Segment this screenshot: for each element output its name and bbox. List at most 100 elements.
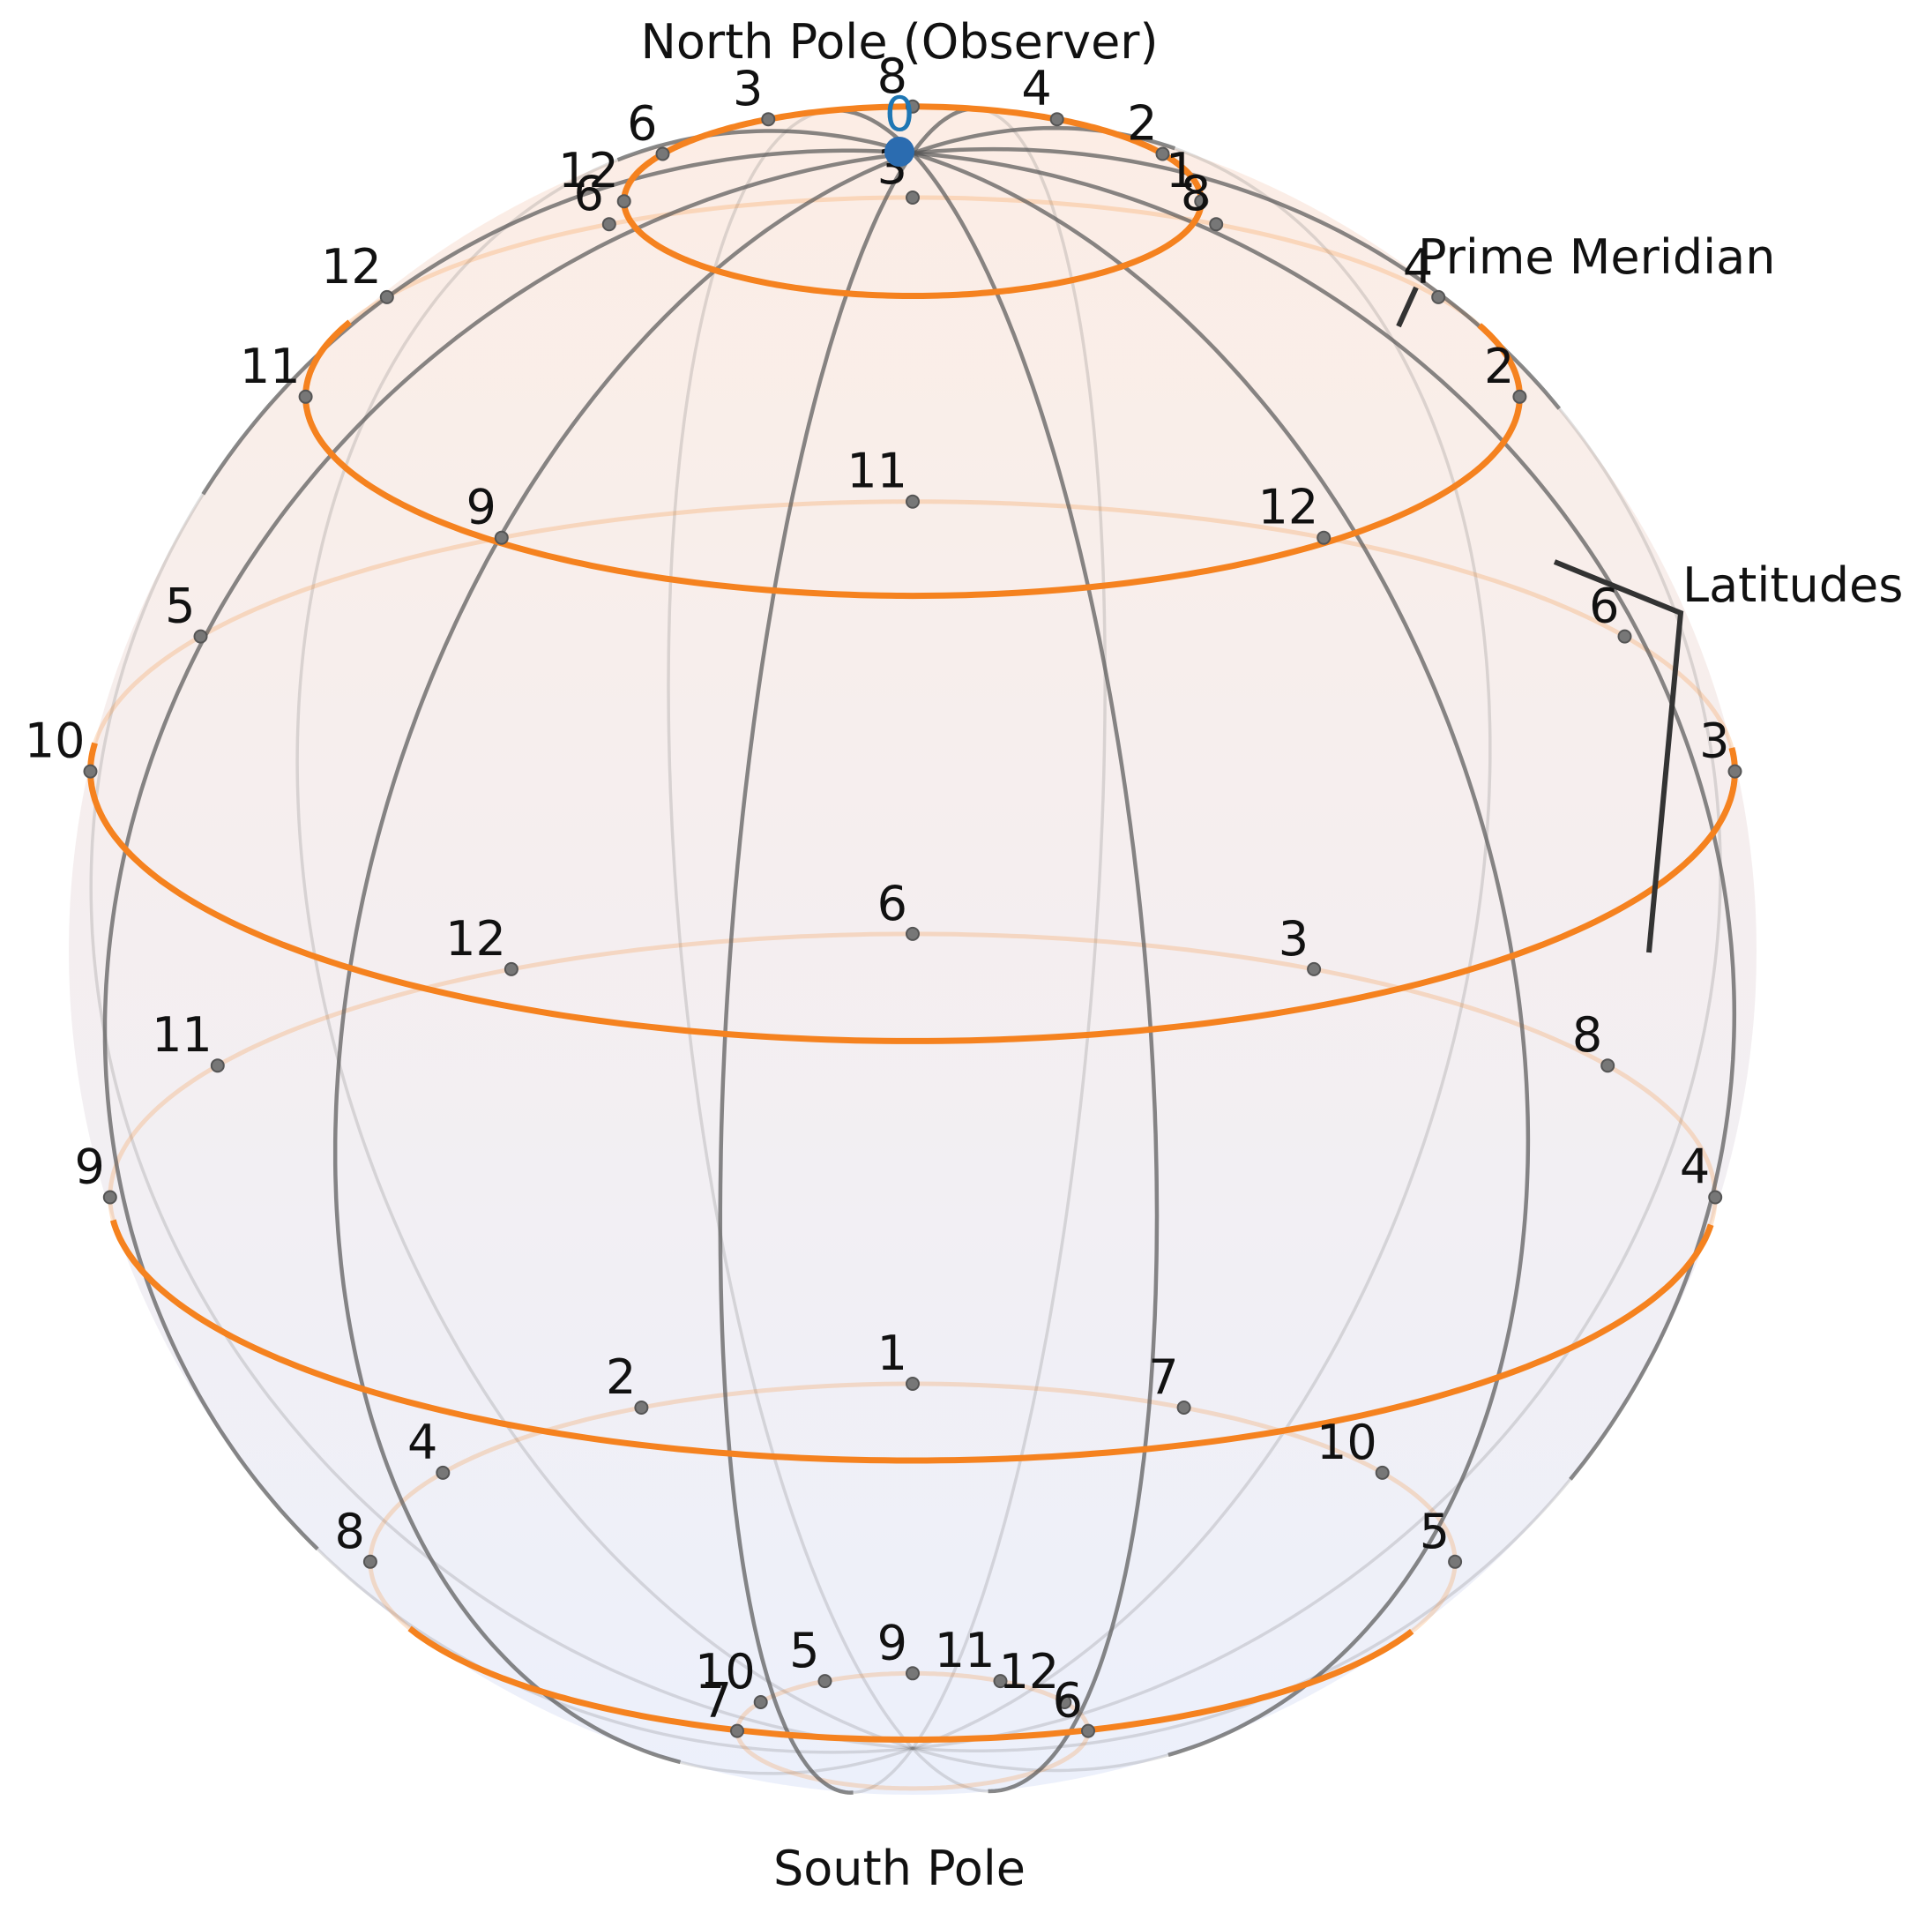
ring-3-point [906,494,920,509]
ring-5-point [634,1401,649,1415]
ring-6-point [906,1666,920,1681]
ring-6-label: 9 [877,1615,907,1670]
ring-5-point [1375,1465,1390,1480]
ring-4-point [1708,1190,1723,1205]
ring-2-point [601,217,616,232]
ring-2-front [302,319,1523,600]
ring-1-label: 4 [1021,61,1051,116]
ring-2-label: 12 [321,239,382,295]
ring-6-label: 6 [1053,1673,1083,1729]
ring-4-point [906,926,920,941]
meridian-1-front [912,151,1737,1481]
ring-5-point [1448,1554,1463,1569]
prime-meridian-annotation: Prime Meridian [1418,229,1775,285]
ring-6-point [1081,1723,1095,1738]
ring-1-label: 6 [627,96,657,152]
meridian-8-front [616,129,914,162]
ring-2-label: 11 [240,339,301,394]
observer-point [884,137,914,167]
ring-6-point [753,1695,768,1709]
meridian-6-front [102,151,914,1551]
ring-3-point [83,764,98,779]
ring-5-point [906,1377,920,1391]
ring-2-point [1431,289,1446,304]
meridian-10-back [911,108,1107,1750]
ring-1-point [616,194,631,209]
ring-6-label: 7 [702,1673,732,1729]
ring-5-point [436,1465,451,1480]
ring-6-point [817,1674,832,1689]
meridian-8-back [295,158,914,1751]
ring-5-label: 8 [335,1504,365,1559]
ring-5-point [362,1554,377,1569]
meridian-2-back [912,1746,1169,1773]
ring-5-label: 1 [877,1326,907,1381]
ring-6-label: 5 [789,1623,819,1678]
meridian-11-back [912,146,1492,1751]
ring-4-point [210,1058,225,1073]
ring-3-label: 12 [1257,480,1318,535]
ring-2-point [298,389,313,404]
ring-1-point [1194,194,1209,209]
prime-meridian-pointer [1396,286,1419,328]
ring-2-label: 2 [1484,339,1514,394]
ring-1-label: 8 [877,49,907,104]
ring-4-label: 4 [1680,1139,1710,1195]
meridian-5-back [680,1746,914,1775]
ring-5-front [407,1625,1414,1744]
ring-3-point [1727,764,1742,779]
ring-3-label: 9 [466,480,496,535]
ring-4-label: 6 [877,876,907,931]
sphere-body [69,107,1757,1795]
ring-2-label: 8 [1181,166,1211,221]
front-grid [86,103,1738,1795]
ring-4-point [504,961,518,976]
ring-5-back [368,1381,1458,1631]
ring-3-label: 11 [847,444,907,499]
observer-label: 0 [884,86,914,142]
ring-2-label: 4 [1403,239,1433,295]
latitudes-bracket [1553,559,1684,953]
ring-3-label: 10 [25,713,86,769]
meridian-7-front [201,148,914,496]
ring-5-back [1410,1561,1458,1633]
ring-1-label: 1 [1166,143,1196,198]
ring-5-point [1176,1401,1191,1415]
ring-1-point [655,146,670,161]
meridian-3-front [911,152,1160,1794]
ring-6-label: 12 [999,1644,1060,1700]
ring-5-label: 2 [606,1349,636,1405]
ring-2-point [1512,389,1527,404]
ring-1-label: 3 [733,61,763,116]
ring-3-point [1617,629,1632,644]
meridian-6-back [316,1548,914,1754]
ring-3-point [193,629,208,644]
ring-3-back [93,499,1734,749]
meridian-3-back [911,1747,988,1793]
meridian-12-back [912,407,1722,1751]
ring-3-front [86,742,1738,1044]
meridian-9-back [667,109,914,1750]
ring-4-label: 11 [152,1007,213,1063]
ring-4-label: 9 [74,1139,104,1195]
ring-3-label: 5 [165,579,195,634]
ring-4-point [102,1190,117,1205]
ring-2-front [1477,323,1523,397]
meridian-12-front [912,146,1562,410]
ring-6-label: 10 [695,1644,756,1700]
ring-6-point [1057,1695,1072,1709]
meridian-11-front [912,125,1176,155]
ring-6-point [730,1723,744,1738]
ring-2-point [906,190,920,205]
ring-4-point [1600,1058,1615,1073]
ring-4-point [1307,961,1322,976]
ring-4-label: 3 [1279,911,1309,967]
ring-1-point [1155,146,1170,161]
ring-6-point [993,1674,1008,1689]
ring-5-label: 4 [407,1415,437,1470]
meridian-5-front [332,151,914,1765]
ring-5-label: 5 [1420,1504,1450,1559]
ring-1-point [1049,112,1064,127]
